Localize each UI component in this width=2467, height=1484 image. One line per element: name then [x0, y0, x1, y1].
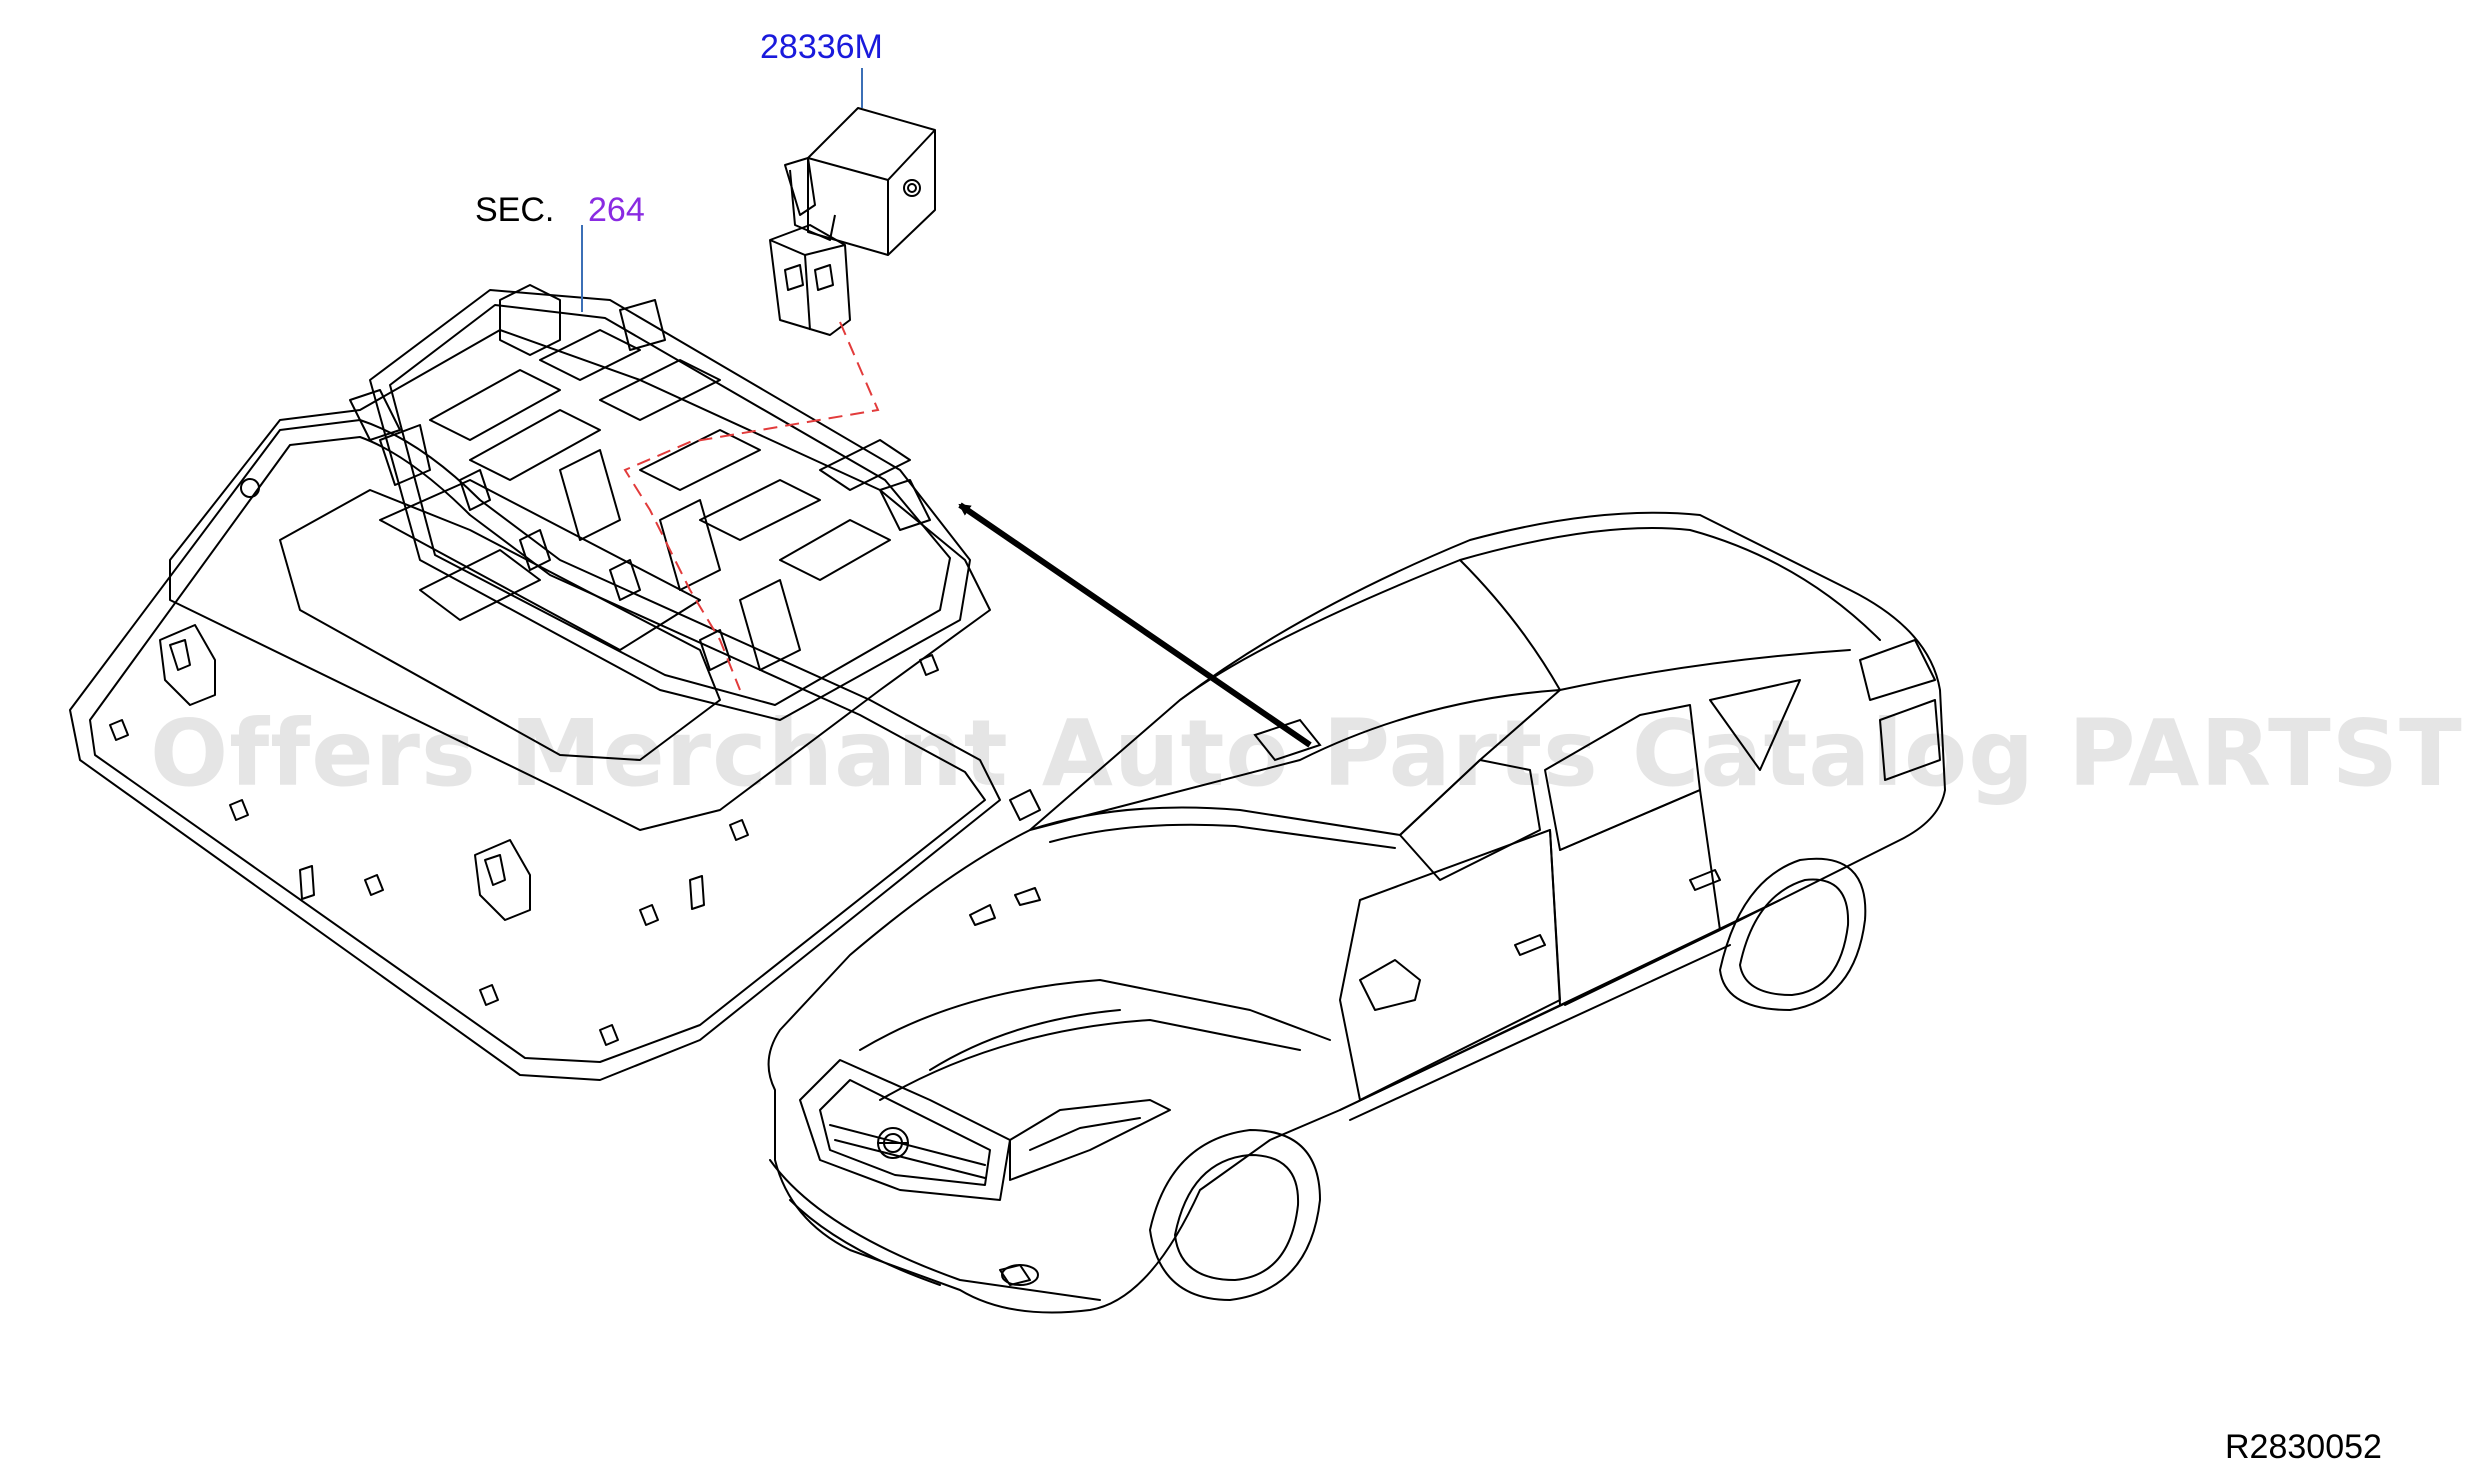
- vehicle-illustration: [767, 511, 1946, 1314]
- figure-code: R2830052: [2225, 1428, 2382, 1466]
- fitment-dashed-line: [623, 321, 880, 691]
- part-number-link[interactable]: 28336M: [760, 28, 883, 66]
- watermark-text: Offers Merchant Auto Parts Catalog PARTS…: [150, 700, 2467, 807]
- location-marker: [1253, 718, 1322, 762]
- overhead-console-illustration: [69, 284, 1001, 1081]
- connector-28336m-illustration: [769, 107, 936, 336]
- section-prefix-label: SEC.: [475, 191, 555, 229]
- location-arrow: [958, 502, 1312, 748]
- section-number-link[interactable]: 264: [588, 191, 645, 229]
